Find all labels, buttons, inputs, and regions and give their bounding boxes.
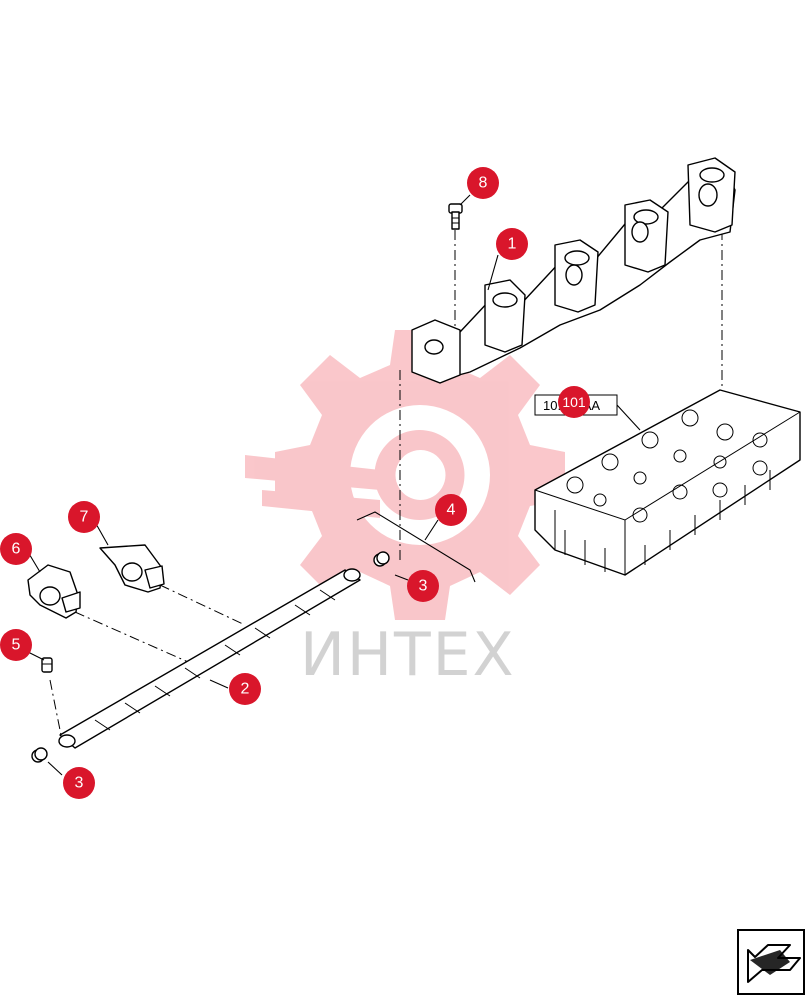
callout-1[interactable]: 1 bbox=[496, 228, 528, 260]
svg-text:8: 8 bbox=[479, 175, 488, 192]
callout-4[interactable]: 4 bbox=[435, 494, 467, 526]
callout-ref[interactable]: 101 bbox=[558, 386, 590, 418]
svg-text:3: 3 bbox=[75, 775, 84, 792]
callout-3-lower[interactable]: 3 bbox=[63, 767, 95, 799]
cylinder-head-assembly bbox=[534, 389, 801, 576]
plug-part-lower bbox=[31, 747, 48, 763]
callout-6[interactable]: 6 bbox=[0, 533, 32, 565]
watermark-gear-logo bbox=[245, 330, 565, 620]
svg-text:3: 3 bbox=[419, 578, 428, 595]
callout-5[interactable]: 5 bbox=[0, 629, 32, 661]
rocker-arm-rear bbox=[99, 544, 165, 593]
callout-2[interactable]: 2 bbox=[229, 673, 261, 705]
rocker-arm-front bbox=[27, 564, 81, 619]
watermark-text: ИНТЕХ bbox=[300, 620, 516, 690]
bolt-part bbox=[448, 203, 463, 230]
next-page-arrow-icon[interactable] bbox=[737, 929, 805, 995]
rocker-support-bracket bbox=[411, 157, 736, 384]
part-4-bracket bbox=[356, 511, 476, 583]
set-screw-part bbox=[41, 657, 53, 673]
svg-text:5: 5 bbox=[12, 637, 21, 654]
assembly-centerlines bbox=[49, 230, 723, 741]
callout-3-upper[interactable]: 3 bbox=[407, 570, 439, 602]
callout-7[interactable]: 7 bbox=[68, 501, 100, 533]
rocker-shaft bbox=[58, 568, 361, 749]
svg-text:2: 2 bbox=[241, 681, 250, 698]
svg-text:7: 7 bbox=[80, 509, 89, 526]
svg-text:4: 4 bbox=[447, 502, 456, 519]
callout-8[interactable]: 8 bbox=[467, 167, 499, 199]
plug-part-upper bbox=[373, 551, 390, 567]
svg-text:6: 6 bbox=[12, 541, 21, 558]
svg-text:101: 101 bbox=[562, 394, 586, 410]
svg-text:1: 1 bbox=[508, 236, 517, 253]
